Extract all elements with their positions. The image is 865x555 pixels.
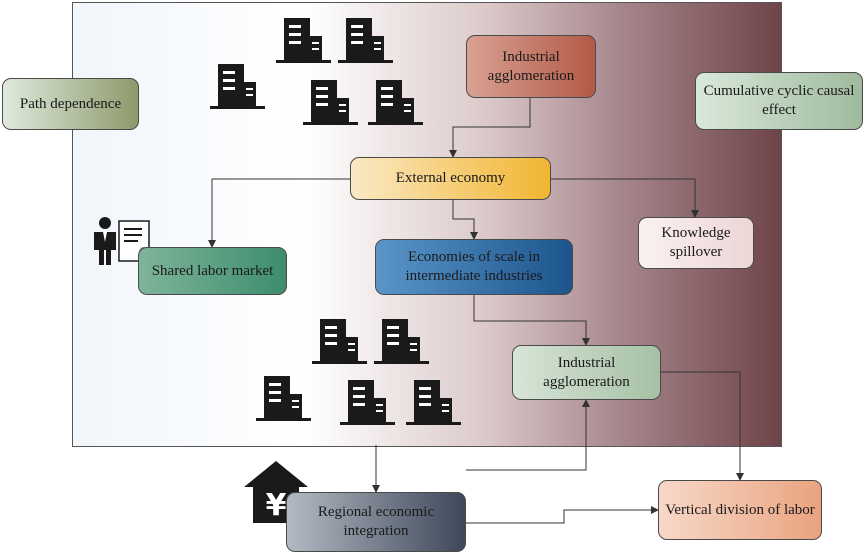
knowledge-spillover-node: Knowledge spillover [638,217,754,269]
cumulative-effect-label: Cumulative cyclic causal effect [703,83,855,118]
arrow-integration-to-agglomeration [466,399,590,471]
external-economy-node: External economy [350,157,551,200]
building-icon [374,319,429,364]
regional-integration-label: Regional economic integration [317,504,435,539]
arrow-agglomeration-to-external [449,98,531,158]
cumulative-effect-node: Cumulative cyclic causal effect [695,72,863,130]
svg-text:¥: ¥ [266,488,287,523]
regional-integration-node: Regional economic integration [286,492,466,552]
industrial-agglomeration-top-node: Industrial agglomeration [466,35,596,98]
building-icon [303,80,358,125]
industrial-agglomeration-mid-label: Industrial agglomeration [543,354,630,390]
knowledge-spillover-label: Knowledge spillover [661,225,731,260]
building-icon [368,80,423,125]
building-icon [210,64,265,109]
building-icon [312,319,367,364]
building-icon [338,18,393,63]
building-icon [340,380,395,425]
arrow-external-to-labor [208,178,350,248]
industrial-agglomeration-mid-node: Industrial agglomeration [512,345,661,400]
building-icon [256,376,311,421]
economies-of-scale-label: Economies of scale in intermediate indus… [405,249,543,284]
path-dependence-node: Path dependence [2,78,139,130]
arrow-integration-vertical [459,506,659,527]
path-dependence-label: Path dependence [19,95,122,112]
businessman-icon [94,217,116,265]
arrow-scale-to-agglomeration [473,295,590,346]
shared-labor-market-node: Shared labor market [138,247,287,295]
vertical-division-label: Vertical division of labor [665,501,815,518]
building-icon [406,380,461,425]
industrial-agglomeration-top-label: Industrial agglomeration [487,48,575,84]
arrow-external-to-knowledge [551,178,699,218]
arrow-external-to-scale [452,200,478,240]
building-icon [276,18,331,63]
economies-of-scale-node: Economies of scale in intermediate indus… [375,239,573,295]
arrow-agglomeration-vertical [654,368,744,481]
external-economy-label: External economy [395,170,506,186]
shared-labor-market-label: Shared labor market [151,262,274,279]
vertical-division-node: Vertical division of labor [658,480,822,540]
